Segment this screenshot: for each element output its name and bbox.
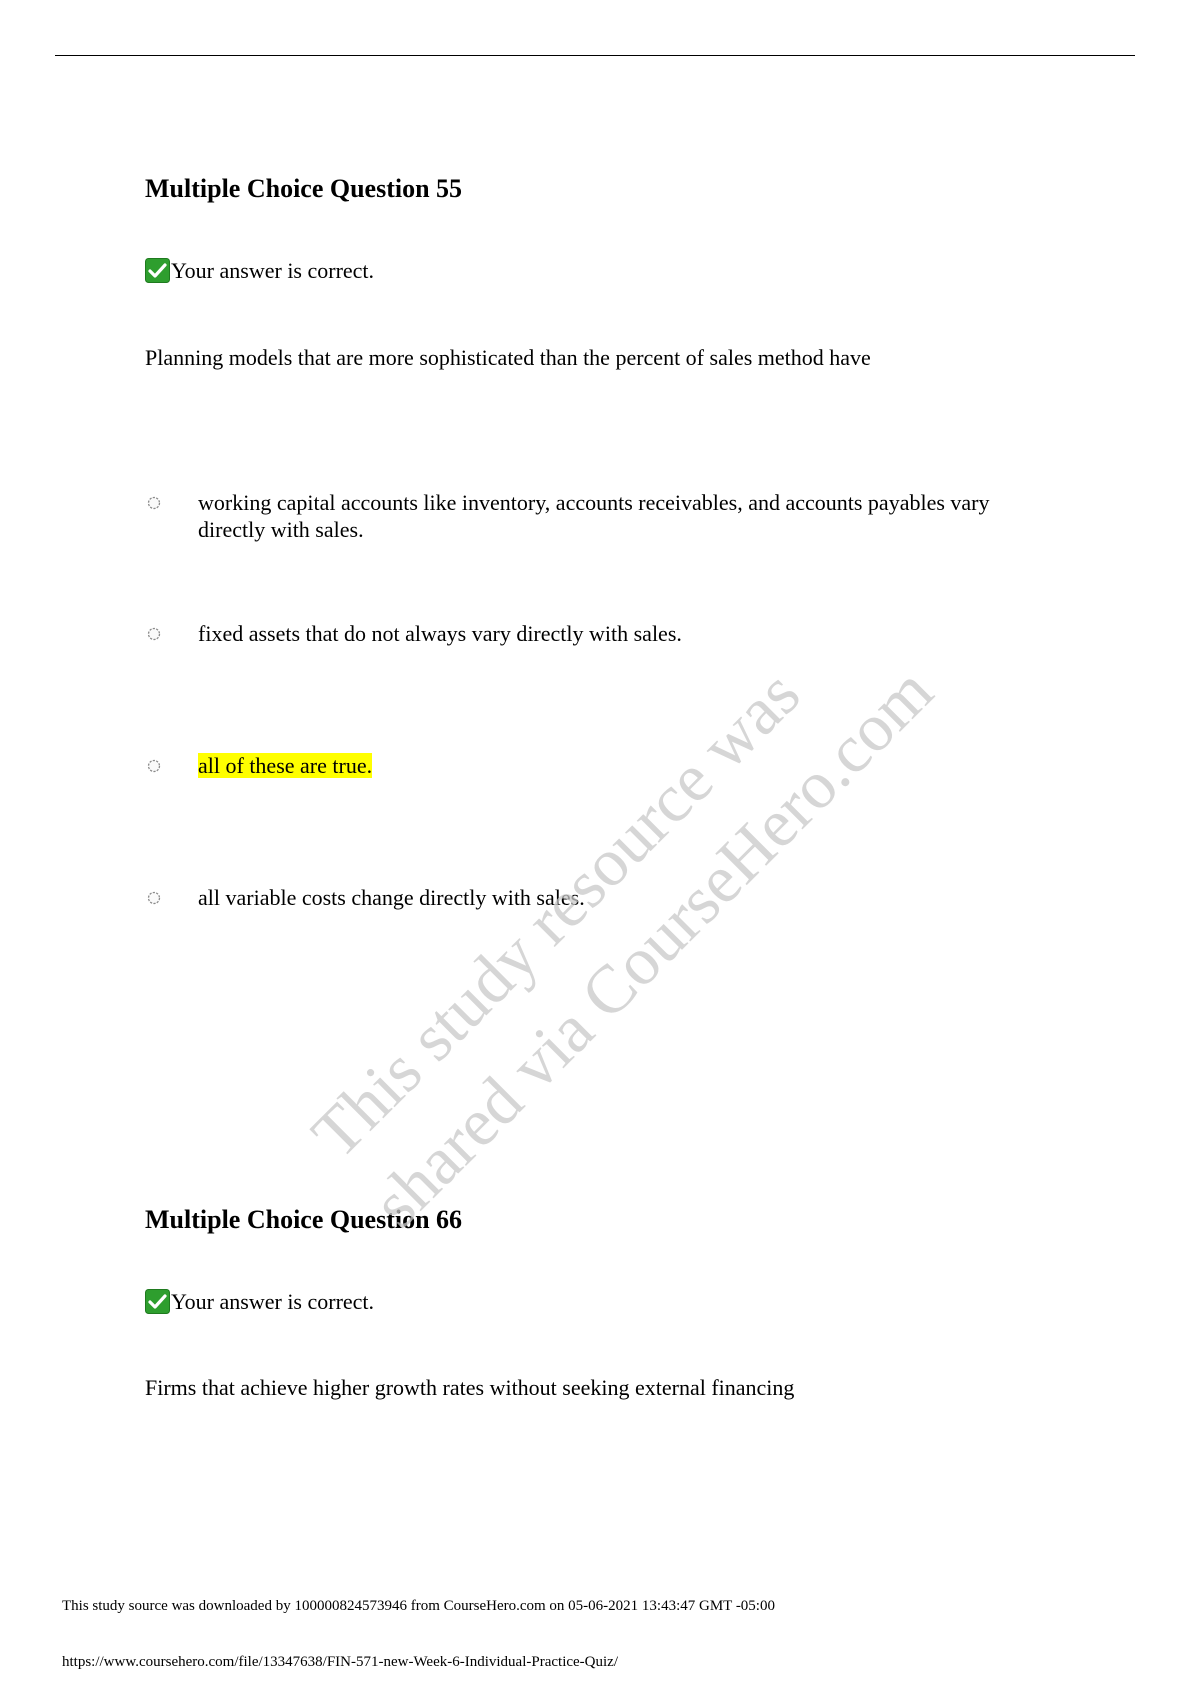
watermark-line-1: This study resource was bbox=[297, 655, 814, 1172]
radio-icon[interactable] bbox=[147, 496, 161, 510]
question-heading: Multiple Choice Question 55 bbox=[145, 174, 463, 203]
radio-icon[interactable] bbox=[147, 627, 161, 641]
check-icon bbox=[145, 257, 170, 283]
answer-option-selected[interactable]: all of these are true. bbox=[147, 752, 1047, 779]
question-prompt: Planning models that are more sophistica… bbox=[145, 345, 871, 370]
answer-status-text: Your answer is correct. bbox=[171, 258, 375, 283]
question-heading: Multiple Choice Question 66 bbox=[145, 1205, 463, 1234]
answer-option[interactable]: fixed assets that do not always vary dir… bbox=[147, 620, 1047, 647]
answer-option-text-highlighted: all of these are true. bbox=[198, 753, 373, 778]
answer-option[interactable]: working capital accounts like inventory,… bbox=[147, 489, 1047, 543]
radio-icon[interactable] bbox=[147, 759, 161, 773]
top-rule bbox=[55, 55, 1135, 56]
answer-option-text: fixed assets that do not always vary dir… bbox=[198, 621, 682, 646]
source-url[interactable]: https://www.coursehero.com/file/13347638… bbox=[62, 1654, 618, 1670]
download-note: This study source was downloaded by 1000… bbox=[62, 1598, 775, 1614]
check-icon bbox=[145, 1288, 170, 1314]
question-prompt: Firms that achieve higher growth rates w… bbox=[145, 1375, 795, 1400]
answer-option-text: all variable costs change directly with … bbox=[198, 885, 585, 910]
answer-status-text: Your answer is correct. bbox=[171, 1289, 375, 1314]
watermark-line-2: shared via CourseHero.com bbox=[358, 652, 947, 1241]
answer-option[interactable]: all variable costs change directly with … bbox=[147, 884, 1047, 911]
answer-option-text: working capital accounts like inventory,… bbox=[198, 490, 990, 542]
answer-status: Your answer is correct. bbox=[145, 257, 375, 284]
answer-status: Your answer is correct. bbox=[145, 1288, 375, 1315]
radio-icon[interactable] bbox=[147, 891, 161, 905]
